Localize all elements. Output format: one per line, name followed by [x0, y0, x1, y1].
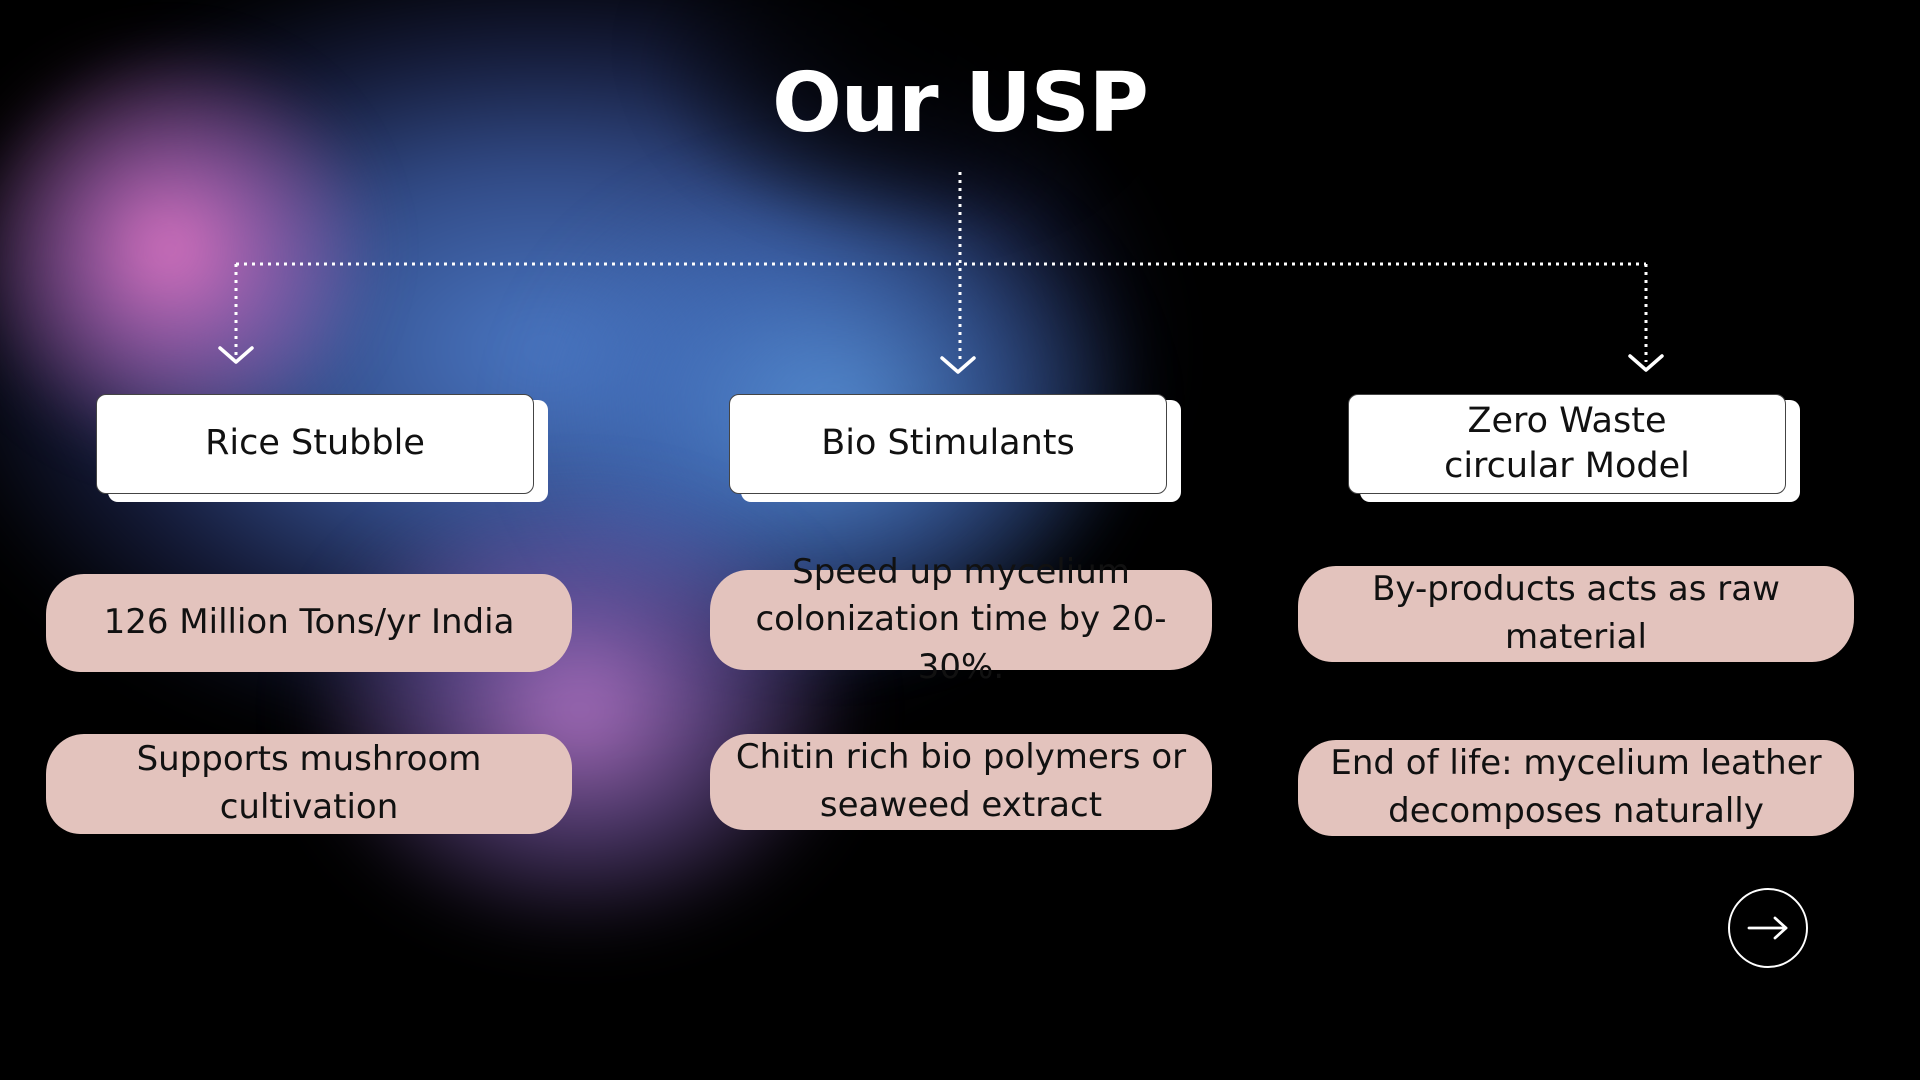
card-heading-line: Rice Stubble — [205, 423, 425, 464]
usp-point-line: colonization time by 20-30%. — [755, 599, 1167, 687]
usp-point-line: cultivation — [219, 787, 399, 827]
card-heading-line: Zero Waste — [1467, 400, 1667, 441]
usp-point-line: Supports mushroom — [136, 739, 482, 780]
next-slide-button[interactable] — [1728, 888, 1808, 968]
card-heading: Zero Waste circular Model — [1348, 394, 1786, 494]
usp-point-line: End of life: mycelium leather — [1330, 743, 1822, 784]
card-heading-line: Bio Stimulants — [821, 423, 1075, 464]
usp-point-line: 126 Million Tons/yr India — [103, 602, 515, 643]
chevron-down-icon — [940, 356, 976, 374]
usp-point: 126 Million Tons/yr India — [46, 574, 572, 672]
background-blob-violet — [300, 480, 860, 940]
slide-title: Our USP — [772, 56, 1149, 151]
usp-point: Chitin rich bio polymers or seaweed extr… — [710, 734, 1212, 830]
card-heading-line: circular Model — [1444, 446, 1690, 486]
usp-point-line: decomposes naturally — [1388, 791, 1764, 831]
usp-point-line: Chitin rich bio polymers or — [735, 737, 1187, 778]
usp-point: Speed up mycelium colonization time by 2… — [710, 552, 1212, 687]
usp-point-line: Speed up mycelium — [792, 551, 1130, 592]
usp-point: Supports mushroom cultivation — [46, 734, 572, 834]
card-heading: Rice Stubble — [96, 394, 534, 494]
chevron-down-icon — [1628, 354, 1664, 372]
usp-point-line: material — [1505, 617, 1647, 657]
chevron-down-icon — [218, 346, 254, 364]
usp-point: By-products acts as raw material — [1298, 566, 1854, 662]
card-heading: Bio Stimulants — [729, 394, 1167, 494]
usp-point: End of life: mycelium leather decomposes… — [1298, 740, 1854, 836]
usp-card-bio-stimulants: Bio Stimulants — [729, 394, 1181, 502]
usp-card-rice-stubble: Rice Stubble — [96, 394, 548, 502]
usp-point-line: seaweed extract — [819, 785, 1103, 825]
arrow-right-icon — [1747, 916, 1788, 940]
usp-point-line: By-products acts as raw — [1372, 569, 1780, 610]
usp-card-zero-waste: Zero Waste circular Model — [1348, 394, 1800, 502]
background-blob-pink — [0, 40, 380, 460]
